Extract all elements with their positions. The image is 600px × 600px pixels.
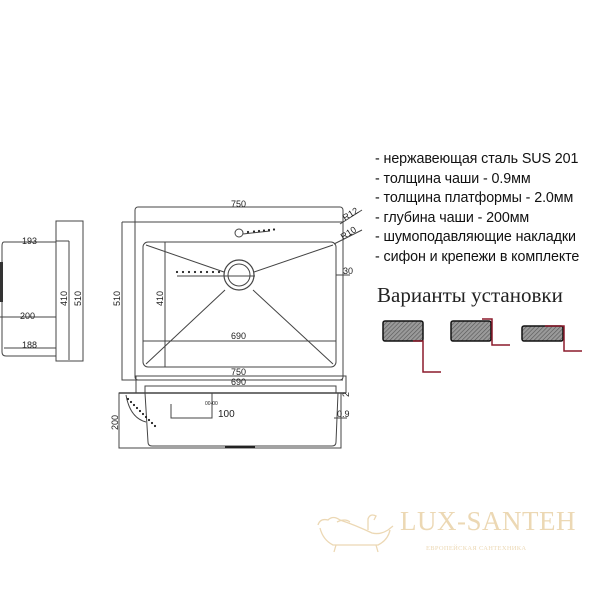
dim-top-bowl-width: 690 xyxy=(231,331,246,341)
brand-logo-tagline: ЕВРОПЕЙСКАЯ САНТЕХНИКА xyxy=(426,545,527,552)
dim-side-bowl: 410 xyxy=(59,291,69,306)
dim-front-drain-label: 00-00 xyxy=(205,401,218,407)
spec-item-bowl-depth: - глубина чаши - 200мм xyxy=(375,209,530,226)
dim-front-platform: 2 xyxy=(341,392,351,397)
dim-front-drain-offset: 100 xyxy=(218,409,235,420)
spec-item-siphon: - сифон и крепежи в комплекте xyxy=(375,248,580,265)
dim-top-outer-width: 750 xyxy=(231,199,246,209)
dim-side-total: 510 xyxy=(73,291,83,306)
dim-front-outer-width: 750 xyxy=(231,367,246,377)
dim-top-bowl-depth: 410 xyxy=(155,291,165,306)
spec-item-material: - нержавеющая сталь SUS 201 xyxy=(375,151,579,167)
dim-top-corner-outer: R12 xyxy=(341,205,360,222)
spec-item-bowl-thickness: - толщина чаши - 0.9мм xyxy=(375,170,531,187)
spec-item-platform-thickness: - толщина платформы - 2.0мм xyxy=(375,190,574,206)
top-view xyxy=(121,206,363,381)
install-variant-top-mount xyxy=(450,318,510,346)
installation-variants-title: Варианты установки xyxy=(377,283,563,307)
bathtub-logo-icon xyxy=(317,514,394,553)
dim-front-depth: 200 xyxy=(110,415,120,430)
dim-front-bowl-thickness: 0.9 xyxy=(337,409,350,419)
spec-item-noise-pads: - шумоподавляющие накладки xyxy=(375,229,576,245)
dim-front-bowl-width: 690 xyxy=(231,377,246,387)
install-variant-flush xyxy=(382,320,441,373)
dim-top-outer-depth: 510 xyxy=(112,291,122,306)
dim-side-bottom: 188 xyxy=(22,340,37,350)
dim-side-mid: 200 xyxy=(20,311,35,321)
install-variant-undermount xyxy=(521,325,582,352)
dim-side-top: 193 xyxy=(22,236,37,246)
spec-list: - нержавеющая сталь SUS 201 - толщина ча… xyxy=(375,150,579,267)
side-view xyxy=(0,220,84,362)
front-view xyxy=(118,375,347,449)
dim-top-rim: 30 xyxy=(343,266,353,276)
brand-logo-name: LUX-SANTEH xyxy=(400,506,576,536)
dim-top-corner-inner: R10 xyxy=(339,224,358,241)
